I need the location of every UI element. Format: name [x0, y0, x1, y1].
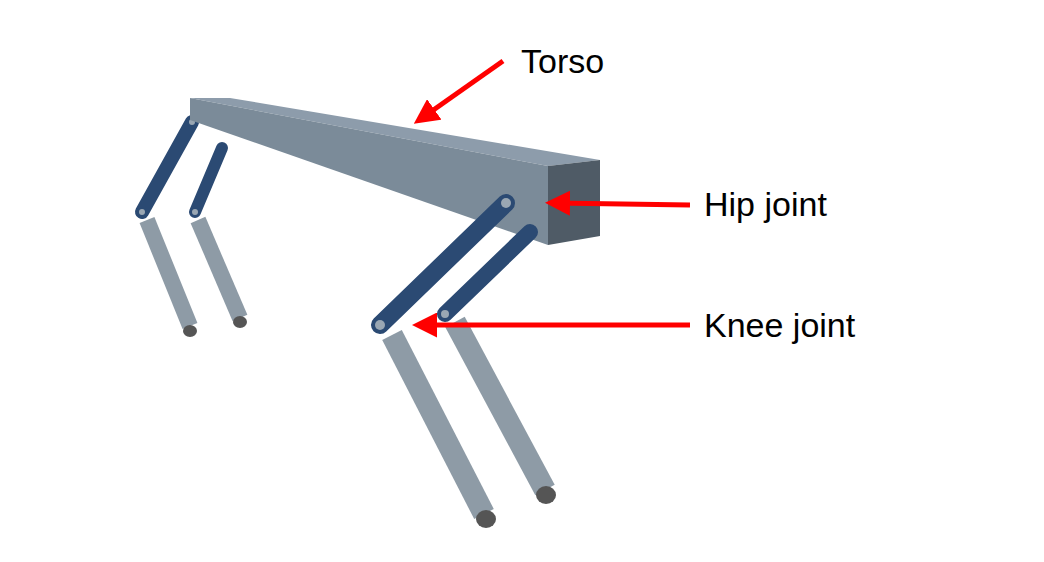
callout-label: Hip joint — [704, 184, 827, 225]
callout-arrows — [422, 61, 690, 325]
torso-box — [190, 98, 600, 245]
front-leg-near — [375, 198, 511, 528]
rear-legs — [139, 119, 247, 337]
callout-label: Knee joint — [704, 305, 855, 346]
callout-label: Torso — [521, 41, 604, 82]
